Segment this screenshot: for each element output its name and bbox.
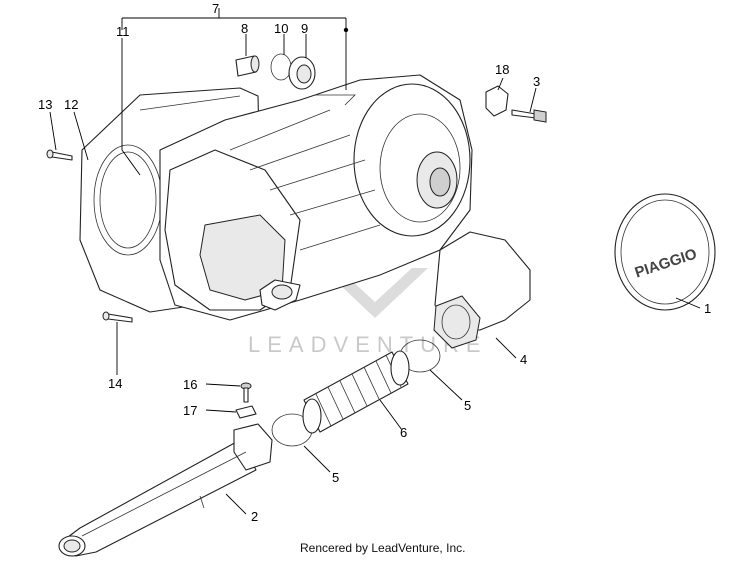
screw-16	[240, 382, 252, 403]
leader-lines	[49, 8, 701, 515]
credit-text: Rencered by LeadVenture, Inc.	[300, 541, 465, 555]
oil-seal-9	[288, 56, 316, 90]
callout-2: 2	[251, 509, 258, 524]
bracket-18	[485, 85, 509, 117]
screw-13	[46, 149, 73, 161]
callout-14: 14	[108, 376, 122, 391]
screw-3	[511, 109, 547, 123]
callout-5-upper: 5	[464, 398, 471, 413]
screw-14	[102, 311, 133, 323]
callout-13: 13	[38, 97, 52, 112]
callout-3: 3	[533, 74, 540, 89]
cover-cap: PIAGGIO	[614, 193, 716, 311]
callout-6: 6	[400, 425, 407, 440]
air-duct	[433, 231, 531, 349]
callout-10: 10	[274, 21, 288, 36]
o-ring-10	[270, 53, 292, 81]
callout-11: 11	[116, 24, 130, 39]
callout-17: 17	[183, 403, 197, 418]
transmission-cover	[159, 74, 473, 321]
callout-1: 1	[704, 301, 711, 316]
callout-labels: 7 11 8 10 9 13 12 18 3 1 4 5 6 5 2 16 17…	[38, 1, 711, 524]
callout-4: 4	[520, 352, 527, 367]
bushing-8	[235, 55, 260, 77]
callout-9: 9	[301, 21, 308, 36]
callout-7: 7	[212, 1, 219, 16]
intake-tube	[58, 423, 273, 557]
callout-8: 8	[241, 21, 248, 36]
bellows-hose	[302, 350, 410, 434]
callout-5-lower: 5	[332, 470, 339, 485]
clip-17	[235, 405, 257, 419]
callout-12: 12	[64, 97, 78, 112]
callout-16: 16	[183, 377, 197, 392]
callout-18: 18	[495, 62, 509, 77]
